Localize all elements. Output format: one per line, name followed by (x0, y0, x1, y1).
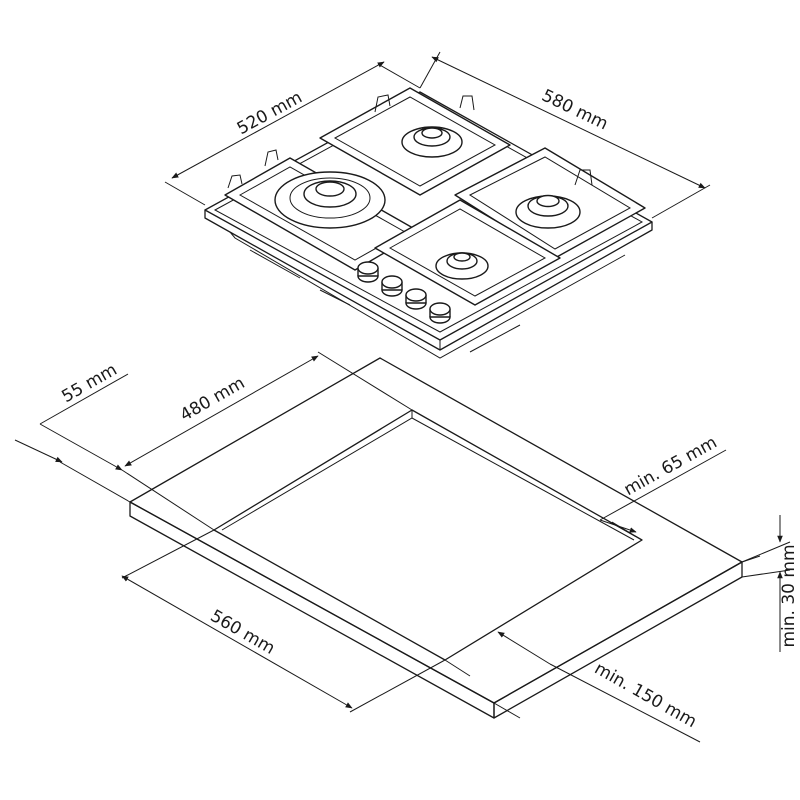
label-worktop-thickness: min. 30 mm (779, 544, 799, 647)
label-cutout-width: 560 mm (207, 606, 279, 659)
burner-front (435, 252, 489, 280)
label-side-clearance: min. 65 mm (621, 433, 721, 500)
label-hob-depth: 520 mm (234, 88, 306, 140)
cutout-opening (213, 409, 643, 661)
hob-drawing: 520 mm 580 mm (164, 51, 711, 359)
burner-rear (401, 126, 463, 158)
control-knob-2 (381, 275, 403, 297)
dim-side-clearance: min. 65 mm (599, 433, 761, 563)
label-cutout-depth: 480 mm (177, 373, 249, 426)
control-knob-1 (357, 261, 379, 283)
worktop-top-face (129, 357, 743, 704)
dim-front-margin: 55 mm (14, 360, 131, 503)
control-knob-4 (429, 302, 451, 324)
label-hob-width: 580 mm (538, 86, 611, 135)
pan-support-front (374, 199, 561, 306)
dim-rear-clearance: min. 150 mm (444, 631, 701, 743)
dim-worktop-thickness: min. 30 mm (741, 515, 799, 652)
dim-cutout-width: 560 mm (121, 529, 446, 713)
worktop-side-edge (493, 561, 743, 719)
control-knob-3 (405, 288, 427, 310)
label-rear-clearance: min. 150 mm (591, 659, 700, 732)
burner-right (515, 194, 581, 229)
worktop-drawing: 480 mm 55 mm 560 mm min. 65 mm (14, 351, 799, 743)
burner-wok (274, 171, 386, 229)
